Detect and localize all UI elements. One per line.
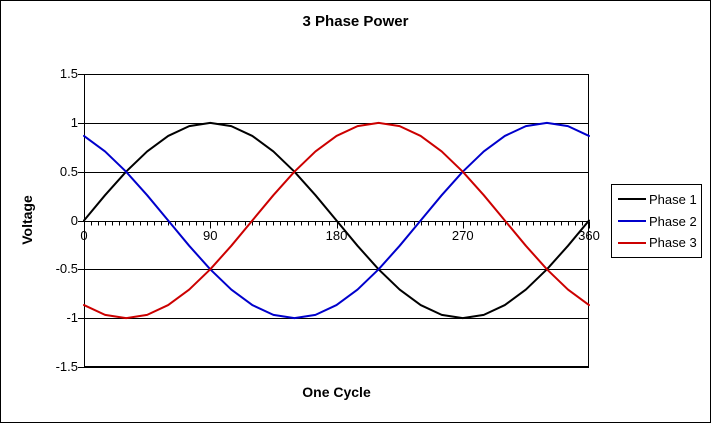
legend-label-phase-2: Phase 2 [649,213,697,229]
legend-item-phase-1: Phase 1 [618,192,701,207]
x-tick-label: 270 [451,228,474,243]
legend-label-phase-1: Phase 1 [649,191,697,207]
y-tick-label: -1.5 [55,359,78,374]
y-tick-label: 1.5 [59,66,78,81]
phase-2-line-swatch [618,220,646,222]
y-tick-label: -1 [66,310,78,326]
phase-1-line-swatch [618,198,646,201]
series-line-phase-2 [83,121,590,320]
y-tick-label: 0 [70,212,78,228]
x-tick-label: 360 [578,228,600,243]
y-tick-label: -0.5 [55,261,78,277]
plot-area [78,74,590,368]
x-tick-label: 90 [203,228,218,243]
y-tick-label: 0.5 [59,163,78,179]
legend-item-phase-2: Phase 2 [618,214,701,229]
series-line-phase-3 [83,121,590,320]
legend-item-phase-3: Phase 3 [618,235,701,250]
x-tick-label: 0 [80,228,88,243]
x-axis-title: One Cycle [302,384,371,400]
x-tick-label: 180 [325,228,348,243]
y-tick-label: 1 [70,114,78,130]
series-line-phase-1 [83,121,590,320]
phase-3-line-swatch [618,241,646,244]
chart-title: 3 Phase Power [302,13,409,30]
legend-label-phase-3: Phase 3 [649,235,697,251]
legend: Phase 1 Phase 2 Phase 3 [611,184,702,258]
